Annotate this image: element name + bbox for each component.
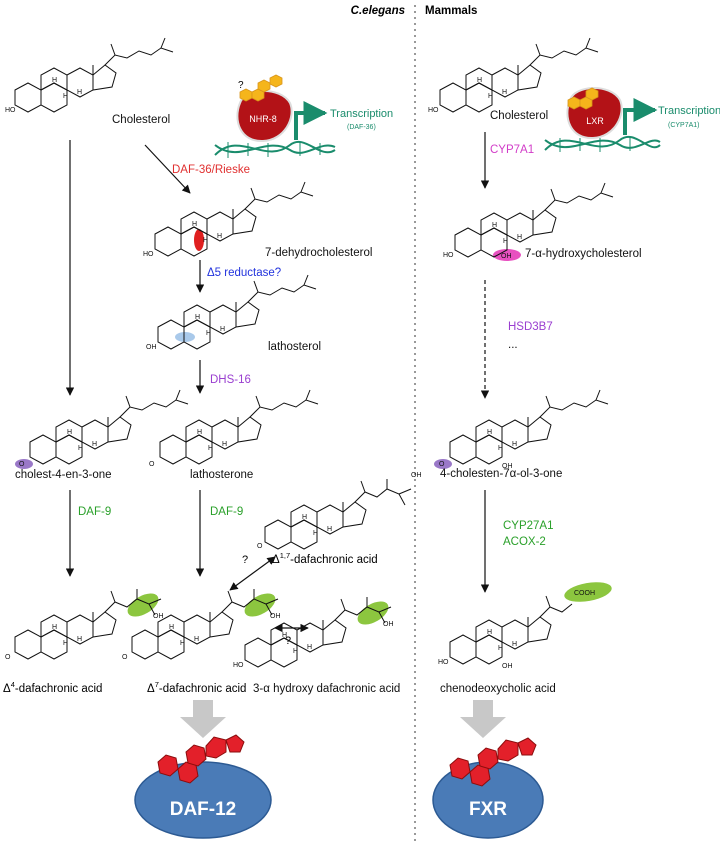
dehydrocholesterol-structure: HO <box>143 182 313 258</box>
question-mark-1: ? <box>242 554 248 566</box>
label-cholest-4-en-3-one: cholest-4-en-3-one <box>15 469 112 481</box>
svg-text:HO: HO <box>428 107 439 114</box>
nhr8-receptor: ? NHR-8 Transcription (DAF-36) <box>214 74 393 158</box>
d17-dafachronic-structure: O OH <box>257 472 422 550</box>
svg-text:HO: HO <box>438 659 449 666</box>
label-7-alpha-hydroxycholesterol: 7-α-hydroxycholesterol <box>525 248 642 260</box>
d7-dafachronic-structure: O OH <box>122 589 281 661</box>
label-d7-dafachronic: Δ7-dafachronic acid <box>147 680 246 695</box>
lathosterol-structure: OH <box>146 275 316 351</box>
svg-text:O: O <box>5 654 11 661</box>
label-3-alpha-hydroxy: 3-α hydroxy dafachronic acid <box>253 683 400 695</box>
svg-text:COOH: COOH <box>574 590 595 597</box>
svg-text:OH: OH <box>383 621 394 628</box>
label-cholesterol: Cholesterol <box>112 114 170 126</box>
daf12-receptor: DAF-12 <box>134 734 272 839</box>
svg-text:O: O <box>19 461 25 468</box>
label-chenodeoxycholic: chenodeoxycholic acid <box>440 683 556 695</box>
mammal-cholesterol-structure: HO <box>428 38 598 114</box>
enzyme-daf36: DAF-36/Rieske <box>172 164 250 176</box>
enzyme-daf9-right: DAF-9 <box>210 506 243 518</box>
d4-dafachronic-structure: O OH <box>5 589 164 661</box>
nhr8-question: ? <box>238 80 244 91</box>
label-mammal-cholesterol: Cholesterol <box>490 110 548 122</box>
fxr-label: FXR <box>469 799 507 820</box>
label-4-cholesten: 4-cholesten-7α-ol-3-one <box>440 468 562 480</box>
chenodeoxycholic-structure: COOH HO OH <box>438 582 612 670</box>
svg-text:O: O <box>439 461 445 468</box>
label-d4-dafachronic: Δ4-dafachronic acid <box>3 680 102 695</box>
lxr-transcription: Transcription <box>658 105 720 117</box>
header-mammals: Mammals <box>425 5 477 17</box>
gray-arrow-right <box>460 700 506 738</box>
lxr-receptor: LXR Transcription (CYP7A1) <box>544 87 720 152</box>
question-mark-2: ? <box>285 635 291 647</box>
label-d17-dafachronic: Δ1,7-dafachronic acid <box>272 551 378 566</box>
svg-text:HO: HO <box>143 251 154 258</box>
svg-text:HO: HO <box>5 107 16 114</box>
daf12-label: DAF-12 <box>170 799 237 820</box>
enzyme-acox2: ACOX-2 <box>503 536 546 548</box>
nhr8-target: (DAF-36) <box>347 124 376 131</box>
lxr-target: (CYP7A1) <box>668 122 700 129</box>
enzyme-dhs16: DHS-16 <box>210 374 251 386</box>
nhr8-label: NHR-8 <box>249 114 277 124</box>
cholestenone-structure: O <box>15 390 188 469</box>
gray-arrow-left <box>180 700 226 738</box>
svg-text:O: O <box>149 461 155 468</box>
svg-text:HO: HO <box>443 252 454 259</box>
enzyme-daf9-left: DAF-9 <box>78 506 111 518</box>
svg-text:OH: OH <box>270 613 281 620</box>
ellipsis-steps: ... <box>508 339 518 351</box>
header-c-elegans: C.elegans <box>351 5 405 17</box>
svg-text:OH: OH <box>502 663 513 670</box>
svg-text:O: O <box>122 654 128 661</box>
label-7-dehydrocholesterol: 7-dehydrocholesterol <box>265 247 372 259</box>
svg-text:HO: HO <box>233 662 244 669</box>
cholestenolone-structure: O OH <box>434 390 608 470</box>
svg-text:OH: OH <box>146 344 157 351</box>
label-lathosterol: lathosterol <box>268 341 321 353</box>
label-lathosterone: lathosterone <box>190 469 253 481</box>
cholesterol-structure: HO <box>5 38 173 114</box>
enzyme-cyp7a1: CYP7A1 <box>490 144 534 156</box>
svg-text:OH: OH <box>411 472 422 479</box>
svg-text:OH: OH <box>153 613 164 620</box>
enzyme-cyp27a1: CYP27A1 <box>503 520 554 532</box>
nhr8-transcription: Transcription <box>330 108 393 120</box>
lathosterone-structure: O <box>149 390 318 468</box>
svg-text:O: O <box>257 543 263 550</box>
svg-text:OH: OH <box>502 463 513 470</box>
lxr-label: LXR <box>586 116 604 126</box>
enzyme-hsd3b7: HSD3B7 <box>508 321 553 333</box>
enzyme-delta5-reductase: Δ5 reductase? <box>207 267 281 279</box>
hydroxycholesterol-structure: HO OH <box>443 183 613 261</box>
fxr-receptor: FXR <box>432 737 544 839</box>
hydroxy-dafachronic-structure: HO OH <box>233 597 394 669</box>
svg-text:OH: OH <box>501 253 512 260</box>
